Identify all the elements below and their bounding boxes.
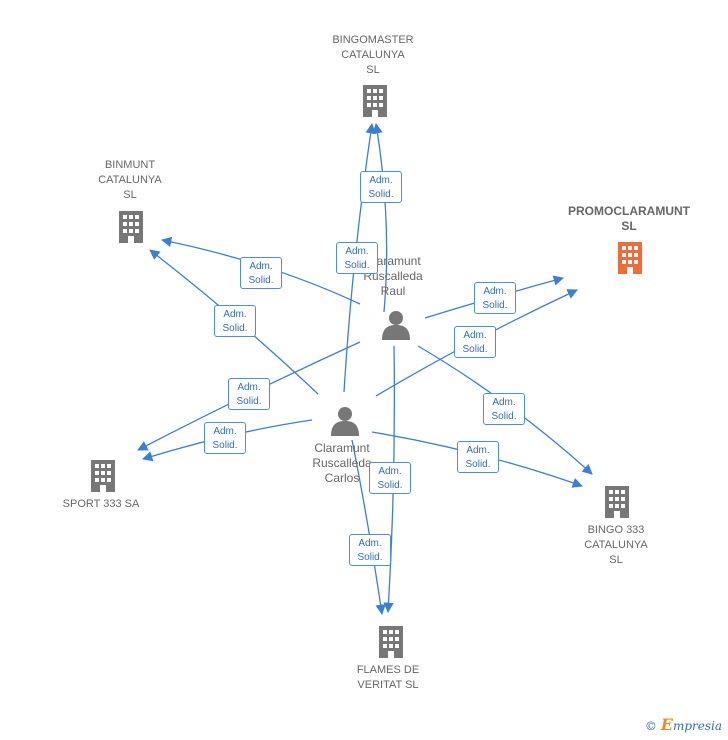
edge-label[interactable]: Adm. Solid. [474,282,516,314]
person-label-carlos[interactable]: Claramunt Ruscalleda Carlos [312,441,372,485]
company-label-bingo333[interactable]: BINGO 333 CATALUNYA SL [584,524,648,566]
company-label-flames[interactable]: FLAMES DE VERITAT SL [356,664,420,691]
person-icon[interactable] [382,311,410,340]
edge-label[interactable]: Adm. Solid. [214,305,256,337]
building-icon[interactable] [91,460,115,492]
edge-label[interactable]: Adm. Solid. [228,378,270,410]
building-icon[interactable] [363,85,387,117]
company-label-bingomaster[interactable]: BINGOMASTER CATALUNYA SL [332,34,414,76]
brand-watermark: © Empresia [645,715,722,734]
company-label-sport333[interactable]: SPORT 333 SA [62,498,140,510]
edge-label[interactable]: Adm. Solid. [336,242,378,274]
edge-label[interactable]: Adm. Solid. [349,534,391,566]
edge-label[interactable]: Adm. Solid. [360,171,402,203]
building-icon[interactable] [605,486,629,518]
edge-label[interactable]: Adm. Solid. [240,257,282,289]
building-icon[interactable] [119,211,143,243]
edge-label[interactable]: Adm. Solid. [457,441,499,473]
building-icon[interactable] [379,626,403,658]
brand-name: mpresia [672,719,722,733]
building-highlight-icon[interactable] [618,242,642,274]
edge-raul-bingomaster[interactable] [372,122,388,313]
edge-label[interactable]: Adm. Solid. [369,462,411,494]
brand-initial: E [660,715,673,734]
company-label-binmunt[interactable]: BINMUNT CATALUNYA SL [98,159,162,201]
company-label-promoclaramunt[interactable]: PROMOCLARAMUNT SL [568,204,690,233]
copyright-symbol: © [644,719,657,733]
edge-label[interactable]: Adm. Solid. [204,422,246,454]
edge-label[interactable]: Adm. Solid. [454,326,496,358]
edge-label[interactable]: Adm. Solid. [483,393,525,425]
edge-carlos-flames[interactable] [351,439,386,616]
person-icon[interactable] [331,407,359,436]
person-label-raul[interactable]: Claramunt Ruscalleda Raul [363,254,423,298]
